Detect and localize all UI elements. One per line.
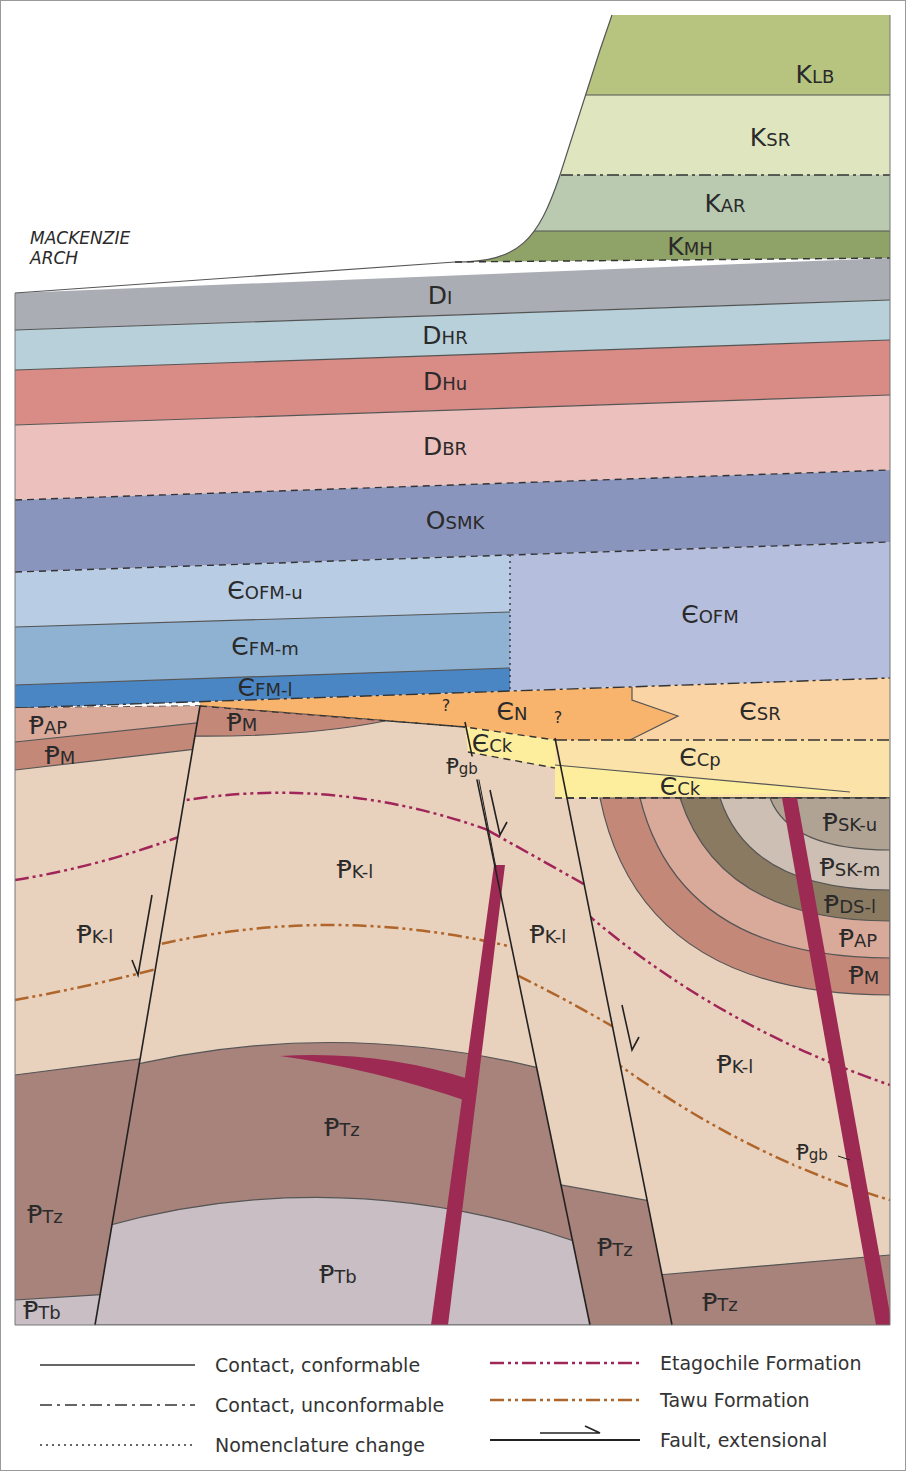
rock-unit: ЄFM-l (238, 674, 293, 702)
rock-unit: ЄCp (679, 744, 720, 772)
rock-unit: OSMK (426, 507, 484, 535)
unit-label: KAR (704, 190, 745, 218)
unit-label: ЄSR (739, 698, 780, 726)
rock-unit: ⱣTb (319, 1261, 357, 1289)
unit-label: OSMK (426, 507, 484, 535)
unit-label: ⱣK-l (717, 1051, 754, 1079)
unit-label: ЄOFM (681, 601, 739, 629)
label-text: ? (442, 697, 451, 715)
rock-unit: ⱣK-l (337, 856, 374, 884)
unit-label: DHu (423, 368, 467, 396)
rock-unit: ЄOFM-u (227, 577, 302, 605)
unit-label: ⱣK-l (77, 921, 114, 949)
legend-text: Fault, extensional (660, 1429, 827, 1451)
unit-label: ⱣTb (23, 1297, 61, 1325)
rock-unit: ⱣDS-l (824, 891, 876, 919)
unit-label: ⱣTz (702, 1289, 738, 1317)
unit-label: DBR (423, 433, 467, 461)
unit-label: ⱣTz (597, 1234, 633, 1262)
rock-unit: ⱣTz (597, 1234, 633, 1262)
unit-label: ЄCk (472, 730, 512, 758)
rock-unit: ⱣM (45, 742, 76, 770)
legend-text: Nomenclature change (215, 1434, 425, 1456)
rock-unit: ЄFM-m (231, 633, 298, 661)
unit-label: ЄN (497, 698, 528, 726)
unit-label: ⱣM (227, 709, 258, 737)
legend-text: Contact, unconformable (215, 1394, 444, 1416)
rock-unit: ЄSR (739, 698, 780, 726)
rock-unit: ЄCk (660, 773, 700, 801)
rock-unit: DHu (423, 368, 467, 396)
unit-label: ЄFM-m (231, 633, 298, 661)
unit-label: ⱣSK-m (820, 854, 880, 882)
label-text: MACKENZIE ARCH (30, 228, 160, 269)
unit-label: ⱣDS-l (824, 891, 876, 919)
query-mark: ? (442, 697, 451, 715)
unit-callout: Ᵽgb (794, 1142, 830, 1165)
unit-label: ⱣK-l (337, 856, 374, 884)
rock-unit: KAR (704, 190, 745, 218)
unit-label: ⱣSK-u (823, 809, 877, 837)
rock-unit: ЄN (497, 698, 528, 726)
label-text: Ᵽgb (444, 756, 480, 779)
unit-label: ⱣM (45, 742, 76, 770)
rock-unit: ⱣK-l (77, 921, 114, 949)
rock-unit: ⱣTz (27, 1201, 63, 1229)
unit-label: ⱣTz (27, 1201, 63, 1229)
unit-label: ЄFM-l (238, 674, 293, 702)
unit-label: ЄCp (679, 744, 720, 772)
unit-label: ⱣAP (839, 925, 877, 953)
rock-unit: ⱣSK-u (823, 809, 877, 837)
label-text: ? (554, 709, 563, 727)
unit-label: DI (428, 282, 453, 310)
rock-unit: ЄCk (472, 730, 512, 758)
label-text: Ᵽgb (794, 1142, 830, 1165)
unit-label: KSR (750, 124, 790, 152)
unit-label: ⱣTb (319, 1261, 357, 1289)
rock-unit: KMH (667, 233, 712, 261)
rock-unit: ⱣAP (29, 712, 67, 740)
rock-unit: DHR (422, 322, 467, 350)
legend-text: Contact, conformable (215, 1354, 420, 1376)
unit-label: ⱣK-l (530, 921, 567, 949)
rock-unit: DI (428, 282, 453, 310)
unit-label: ⱣTz (324, 1114, 360, 1142)
legend-text: Tawu Formation (660, 1389, 810, 1411)
unit-label: KMH (667, 233, 712, 261)
rock-unit: ⱣK-l (530, 921, 567, 949)
unit-label: ⱣAP (29, 712, 67, 740)
rock-unit: ЄOFM (681, 601, 739, 629)
rock-unit: ⱣAP (839, 925, 877, 953)
unit-callout: Ᵽgb (444, 756, 480, 779)
rock-unit: ⱣTz (702, 1289, 738, 1317)
unit-label: ЄOFM-u (227, 577, 302, 605)
rock-unit: KSR (750, 124, 790, 152)
rock-unit: ⱣSK-m (820, 854, 880, 882)
rock-unit: ⱣTz (324, 1114, 360, 1142)
rock-unit: ⱣK-l (717, 1051, 754, 1079)
rock-unit: ⱣM (227, 709, 258, 737)
rock-unit: ⱣTb (23, 1297, 61, 1325)
rock-unit: KLB (796, 61, 835, 89)
unit-label: DHR (422, 322, 467, 350)
unit-label: ЄCk (660, 773, 700, 801)
region-name: MACKENZIE ARCH (30, 228, 160, 269)
unit-label: KLB (796, 61, 835, 89)
unit-label: ⱣM (849, 962, 880, 990)
legend-text: Etagochile Formation (660, 1352, 861, 1374)
query-mark: ? (554, 709, 563, 727)
rock-unit: ⱣM (849, 962, 880, 990)
rock-unit: DBR (423, 433, 467, 461)
